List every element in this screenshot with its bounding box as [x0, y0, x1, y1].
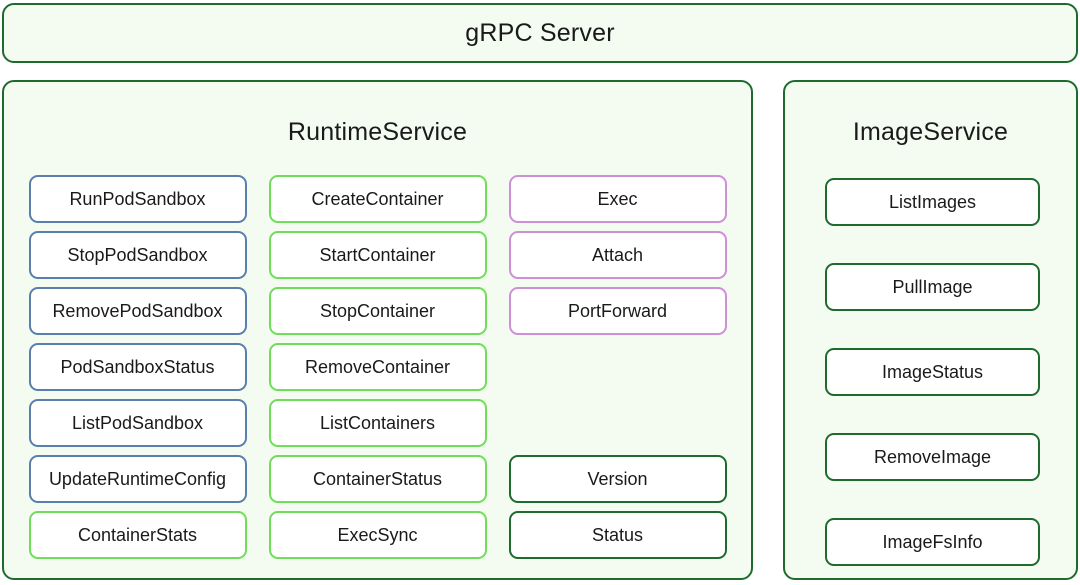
method-label: UpdateRuntimeConfig — [48, 469, 227, 489]
method-box-pod-sandbox-status[interactable]: PodSandboxStatus — [28, 343, 247, 391]
method-box-remove-image[interactable]: RemoveImage — [825, 433, 1040, 481]
method-box-attach[interactable]: Attach — [508, 231, 727, 279]
method-label: Exec — [597, 189, 638, 209]
method-slot-empty — [509, 343, 727, 391]
method-label: ListPodSandbox — [71, 413, 204, 433]
method-box-start-container[interactable]: StartContainer — [268, 231, 487, 279]
method-box-pull-image[interactable]: PullImage — [825, 263, 1040, 311]
method-box-port-forward[interactable]: PortForward — [508, 287, 727, 335]
method-label: CreateContainer — [311, 189, 444, 209]
method-label: RunPodSandbox — [69, 189, 206, 209]
method-label: ContainerStatus — [312, 469, 443, 489]
grpc-server-title: gRPC Server — [465, 18, 615, 47]
method-label: RemoveImage — [873, 447, 992, 467]
method-box-image-status[interactable]: ImageStatus — [825, 348, 1040, 396]
method-label: ListContainers — [319, 413, 436, 433]
method-label: PortForward — [567, 301, 668, 321]
method-label: Version — [587, 469, 648, 489]
method-slot-empty — [509, 399, 727, 447]
method-label: Status — [591, 525, 644, 545]
method-box-create-container[interactable]: CreateContainer — [268, 175, 487, 223]
method-label: Attach — [591, 245, 644, 265]
method-label: PodSandboxStatus — [60, 357, 215, 377]
method-label: PullImage — [892, 277, 973, 297]
method-label: ListImages — [888, 192, 977, 212]
image-service-title: ImageService — [852, 118, 1009, 146]
method-label: ExecSync — [337, 525, 418, 545]
method-label: StartContainer — [319, 245, 436, 265]
method-box-remove-container[interactable]: RemoveContainer — [268, 343, 487, 391]
runtime-service-title: RuntimeService — [287, 118, 468, 146]
method-box-exec[interactable]: Exec — [508, 175, 727, 223]
method-box-stop-container[interactable]: StopContainer — [268, 287, 487, 335]
method-label: RemoveContainer — [304, 357, 451, 377]
method-label: ContainerStats — [77, 525, 198, 545]
method-label: StopPodSandbox — [67, 245, 208, 265]
method-box-container-stats[interactable]: ContainerStats — [28, 511, 247, 559]
method-label: RemovePodSandbox — [52, 301, 223, 321]
method-box-list-containers[interactable]: ListContainers — [268, 399, 487, 447]
method-box-list-pod-sandbox[interactable]: ListPodSandbox — [28, 399, 247, 447]
method-box-container-status[interactable]: ContainerStatus — [268, 455, 487, 503]
grpc-server-panel: gRPC Server — [2, 3, 1078, 63]
method-box-run-pod-sandbox[interactable]: RunPodSandbox — [28, 175, 247, 223]
method-box-stop-pod-sandbox[interactable]: StopPodSandbox — [28, 231, 247, 279]
method-label: ImageFsInfo — [882, 532, 983, 552]
method-label: StopContainer — [319, 301, 436, 321]
method-box-status[interactable]: Status — [508, 511, 727, 559]
method-box-remove-pod-sandbox[interactable]: RemovePodSandbox — [28, 287, 247, 335]
method-box-list-images[interactable]: ListImages — [825, 178, 1040, 226]
method-box-exec-sync[interactable]: ExecSync — [268, 511, 487, 559]
method-box-image-fs-info[interactable]: ImageFsInfo — [825, 518, 1040, 566]
method-label: ImageStatus — [881, 362, 984, 382]
method-box-version[interactable]: Version — [508, 455, 727, 503]
method-box-update-runtime-config[interactable]: UpdateRuntimeConfig — [28, 455, 247, 503]
